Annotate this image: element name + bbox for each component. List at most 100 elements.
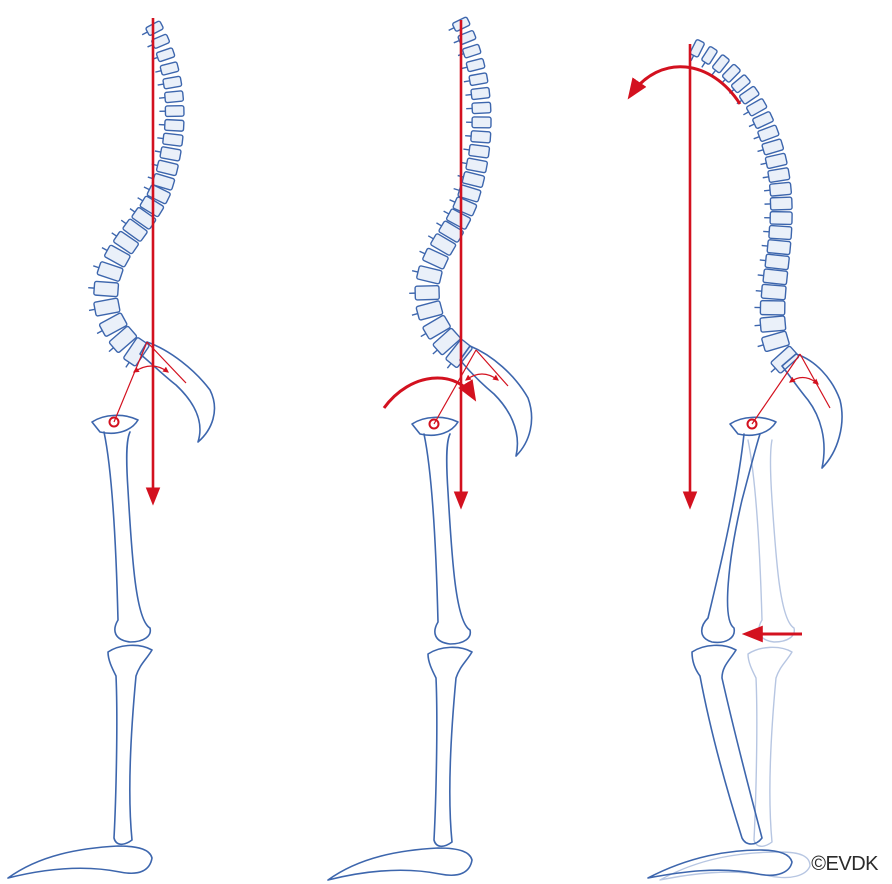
vertebra bbox=[760, 316, 786, 332]
vertebra-process bbox=[158, 84, 164, 85]
copyright-label: ©EVDK bbox=[811, 853, 878, 876]
vertebra bbox=[765, 153, 787, 169]
sacrum bbox=[782, 354, 842, 468]
vertebra bbox=[94, 298, 121, 316]
vertebra-process bbox=[758, 275, 764, 276]
femur bbox=[104, 432, 150, 642]
vertebra bbox=[145, 21, 163, 36]
vertebra bbox=[156, 48, 175, 62]
vertebra-process bbox=[465, 95, 471, 96]
vertebra-process bbox=[421, 334, 426, 337]
vertebra-process bbox=[144, 187, 149, 190]
vertebra-process bbox=[771, 368, 775, 372]
vertebra bbox=[462, 44, 481, 58]
vertebra bbox=[160, 147, 181, 162]
vertebra-process bbox=[444, 211, 449, 214]
vertebra bbox=[469, 73, 488, 86]
vertebra-process bbox=[93, 266, 99, 268]
vertebra-process bbox=[754, 137, 760, 139]
foot bbox=[328, 848, 472, 880]
vertebra bbox=[469, 144, 490, 158]
vertebra bbox=[165, 91, 184, 103]
vertebra bbox=[472, 117, 491, 128]
vertebra bbox=[761, 284, 786, 300]
vertebra-process bbox=[112, 233, 117, 236]
vertebra bbox=[163, 76, 182, 89]
vertebra-process bbox=[412, 314, 418, 316]
vertebra bbox=[466, 158, 488, 173]
vertebra-process bbox=[712, 70, 716, 75]
vertebra-process bbox=[155, 151, 161, 152]
vertebra bbox=[416, 266, 442, 285]
vertebra-process bbox=[420, 251, 425, 254]
vertebra-process bbox=[702, 62, 705, 67]
vertebra-process bbox=[97, 331, 102, 334]
figure-neutral bbox=[8, 18, 214, 878]
vertebra bbox=[466, 58, 485, 72]
vertebra-process bbox=[433, 350, 437, 354]
vertebra bbox=[762, 139, 784, 155]
tibia bbox=[428, 647, 472, 846]
femur bbox=[702, 434, 760, 642]
vertebra-process bbox=[155, 71, 161, 72]
vertebra-process bbox=[755, 325, 761, 326]
vertebra bbox=[765, 254, 789, 270]
vertebra-process bbox=[463, 149, 469, 150]
vertebra bbox=[769, 225, 792, 239]
vertebra bbox=[156, 160, 178, 176]
vertebra-process bbox=[130, 209, 135, 212]
curved-arrow bbox=[630, 67, 740, 104]
vertebra-process bbox=[454, 189, 460, 191]
figure-rotation bbox=[328, 14, 532, 880]
vertebra-process bbox=[159, 98, 165, 99]
vertebra bbox=[770, 197, 792, 210]
vertebra-process bbox=[449, 28, 454, 31]
vertebra-process bbox=[743, 112, 748, 115]
vertebra-process bbox=[761, 163, 767, 164]
femur bbox=[424, 434, 470, 644]
vertebra bbox=[160, 62, 179, 76]
vertebra-process bbox=[447, 363, 451, 368]
spine bbox=[690, 38, 800, 374]
vertebra bbox=[760, 301, 785, 315]
vertebra-process bbox=[412, 271, 418, 272]
tibia bbox=[108, 645, 152, 844]
figure-sway bbox=[630, 38, 842, 880]
tibia bbox=[692, 645, 762, 844]
vertebra bbox=[415, 286, 439, 300]
spine bbox=[409, 14, 491, 368]
vertebra-process bbox=[89, 309, 95, 310]
vertebra bbox=[163, 133, 183, 146]
vertebra-process bbox=[762, 245, 768, 246]
vertebra bbox=[770, 212, 792, 225]
vertebra bbox=[767, 240, 791, 255]
vertebra-process bbox=[758, 345, 764, 347]
vertebra-process bbox=[749, 124, 754, 127]
vertebra-process bbox=[464, 81, 470, 82]
vertebra-process bbox=[436, 223, 441, 226]
vertebra-process bbox=[138, 198, 143, 201]
foot bbox=[8, 846, 152, 878]
foot bbox=[648, 850, 792, 878]
vertebra-process bbox=[691, 55, 694, 60]
vertebra-process bbox=[142, 32, 147, 35]
vertebra-process bbox=[763, 177, 769, 178]
vertebra-process bbox=[428, 236, 433, 239]
vertebra bbox=[165, 120, 184, 132]
vertebra-process bbox=[454, 41, 460, 43]
vertebra bbox=[94, 281, 119, 296]
vertebra-process bbox=[764, 190, 770, 191]
vertebra bbox=[690, 39, 705, 57]
vertebra bbox=[471, 87, 490, 99]
vertebra bbox=[701, 46, 718, 65]
vertebra-process bbox=[102, 248, 107, 251]
vertebra bbox=[769, 182, 791, 196]
vertebra bbox=[763, 269, 788, 285]
vertebra bbox=[472, 102, 491, 113]
vertebra-process bbox=[126, 362, 129, 367]
vertebra bbox=[471, 131, 491, 143]
sacrum bbox=[460, 346, 532, 456]
vertebra-process bbox=[157, 138, 163, 139]
vertebra-process bbox=[450, 200, 456, 202]
